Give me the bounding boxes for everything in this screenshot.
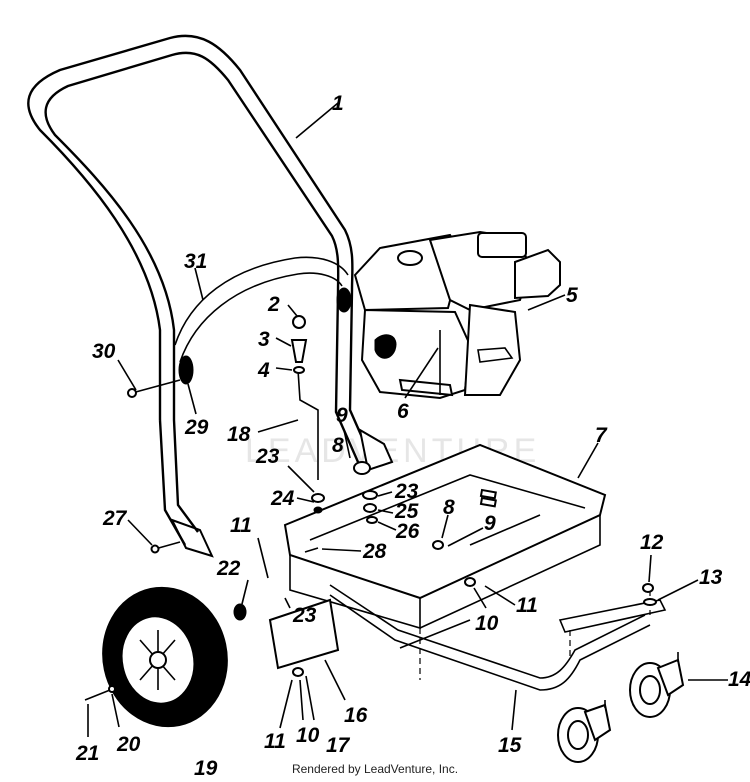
washer-13 <box>643 598 657 606</box>
callout-16: 16 <box>344 704 368 727</box>
callout-17: 17 <box>326 734 351 757</box>
bolt-27 <box>150 541 181 554</box>
callout-7: 7 <box>595 424 608 447</box>
callout-22: 22 <box>216 557 241 580</box>
callout-11-right: 11 <box>516 594 538 617</box>
callout-9-upper: 9 <box>336 404 348 427</box>
height-rod-18 <box>290 315 325 514</box>
callout-13: 13 <box>699 566 723 589</box>
nut-8b <box>432 540 444 550</box>
nut-12 <box>642 583 654 593</box>
washer-10b <box>292 667 304 677</box>
callout-6: 6 <box>397 400 409 423</box>
callout-24: 24 <box>270 487 295 510</box>
washer-23 <box>362 490 378 500</box>
callout-29: 29 <box>184 416 209 439</box>
callout-labels: 1 2 3 4 5 6 7 8 8 9 9 10 10 11 11 11 12 … <box>75 92 750 780</box>
callout-1: 1 <box>332 92 344 115</box>
nut-8 <box>353 461 371 475</box>
callout-30: 30 <box>92 340 116 363</box>
callout-10-bottom: 10 <box>296 724 320 747</box>
callout-3: 3 <box>258 328 270 351</box>
callout-23-lower: 23 <box>292 604 317 627</box>
undercarriage-part <box>329 584 667 691</box>
callout-20: 20 <box>116 733 141 756</box>
caster-wheel-front <box>557 700 612 763</box>
callout-18: 18 <box>227 423 251 446</box>
callout-15: 15 <box>498 734 522 757</box>
callout-8-lower: 8 <box>443 496 455 519</box>
credit-text: Rendered by LeadVenture, Inc. <box>291 762 459 776</box>
callout-25: 25 <box>394 500 419 523</box>
callout-14: 14 <box>728 668 750 691</box>
caster-wheel-rear <box>629 652 685 718</box>
main-wheel <box>102 586 228 728</box>
callout-11-left: 11 <box>230 514 252 537</box>
callout-5: 5 <box>566 284 578 307</box>
nut-26 <box>366 516 378 524</box>
leader-lines <box>87 102 728 737</box>
callout-27: 27 <box>102 507 128 530</box>
callout-23-upper: 23 <box>255 445 280 468</box>
handle-grip-left <box>178 355 194 385</box>
lower-handle-part <box>174 256 349 363</box>
callout-26: 26 <box>395 520 420 543</box>
deck-part <box>283 443 607 630</box>
engine-part <box>353 230 561 400</box>
handle-part <box>27 34 394 558</box>
callout-11-bottom: 11 <box>264 730 286 753</box>
callout-4: 4 <box>257 359 270 382</box>
callout-21: 21 <box>75 742 99 765</box>
washer-10 <box>464 577 476 587</box>
callout-12: 12 <box>640 531 664 554</box>
bolt-30 <box>127 379 181 398</box>
washer-25 <box>363 503 377 513</box>
callout-19: 19 <box>194 757 218 780</box>
callout-10-right: 10 <box>475 612 499 635</box>
callout-31: 31 <box>184 250 207 273</box>
callout-28: 28 <box>362 540 387 563</box>
bolt-28 <box>304 547 319 553</box>
callout-8-upper: 8 <box>332 434 344 457</box>
callout-2: 2 <box>267 293 280 316</box>
axle-bolt <box>84 685 116 701</box>
washer-22 <box>233 603 247 621</box>
callout-9-lower: 9 <box>484 512 496 535</box>
handle-grip-right <box>336 287 352 313</box>
callout-23-right: 23 <box>394 480 419 503</box>
bracket-plate-16 <box>268 598 340 670</box>
